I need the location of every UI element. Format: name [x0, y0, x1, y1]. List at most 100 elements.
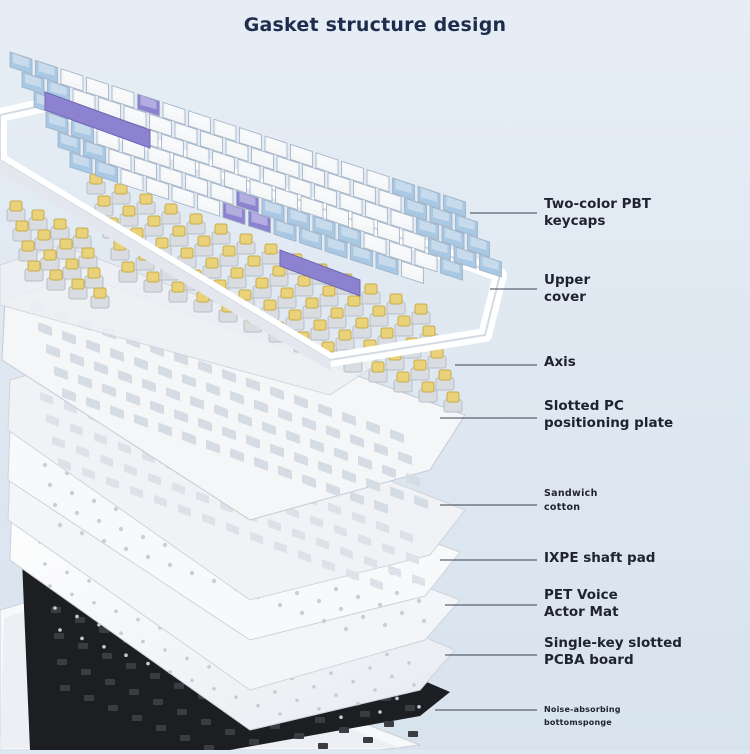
ixpe-dot	[91, 498, 97, 504]
ixpe-dot	[333, 586, 339, 592]
keycap	[339, 192, 363, 216]
keycap	[60, 68, 84, 92]
sponge-hole	[129, 689, 139, 695]
ixpe-dot	[416, 598, 422, 604]
keycap	[414, 249, 438, 273]
keycap-highlight	[331, 174, 347, 188]
plate-cutout	[86, 396, 100, 411]
plate-cutout	[318, 460, 332, 475]
cotton-cutout	[220, 500, 233, 513]
keycap	[389, 240, 412, 264]
switch-stem	[372, 305, 386, 317]
switch-stem	[53, 218, 67, 230]
cotton-cutout	[106, 476, 119, 489]
ixpe-dot	[123, 546, 129, 552]
label-sandwich: Sandwich cotton	[544, 487, 598, 515]
cotton-cutout	[274, 541, 287, 554]
keycap	[315, 152, 339, 176]
keycap-highlight	[140, 95, 157, 110]
sponge-hole	[204, 745, 214, 751]
plate-cutout	[318, 403, 332, 417]
sponge-hole	[384, 721, 394, 727]
switch-stem	[413, 359, 427, 371]
keycap-highlight	[392, 242, 409, 257]
plate-cutout	[206, 382, 220, 396]
pcba-dot	[58, 628, 62, 632]
keycap-highlight	[241, 160, 257, 175]
switch-stem	[65, 258, 79, 270]
keycap-highlight	[319, 154, 335, 168]
keycap-highlight	[277, 220, 293, 235]
switch-stem	[380, 327, 394, 339]
keycap	[261, 198, 285, 222]
keycap	[174, 121, 198, 146]
pcba-dot	[185, 656, 189, 661]
plate-cutout	[326, 425, 340, 439]
cotton-cutout	[76, 445, 89, 458]
cotton-cutout	[40, 392, 53, 405]
keycap	[236, 190, 259, 214]
keycap	[21, 71, 45, 95]
cotton-cutout	[406, 552, 419, 565]
pcba-dot	[70, 592, 74, 597]
label-sandwich-line1: Sandwich	[544, 488, 598, 499]
plate-cutout	[142, 378, 156, 393]
keycap	[212, 150, 235, 174]
label-ixpe-line1: IXPE shaft pad	[544, 550, 656, 566]
pcba-dot	[65, 570, 69, 575]
pcba-dot	[295, 698, 299, 703]
pcba-dot	[190, 678, 194, 683]
keycap	[120, 168, 144, 192]
pcba-dot	[114, 609, 118, 613]
cotton-cutout	[178, 504, 191, 517]
switch-stem	[313, 319, 327, 331]
sponge-hole	[102, 653, 112, 659]
plate-cutout	[326, 482, 340, 497]
switch-stem	[43, 249, 57, 261]
switch-stem	[122, 205, 136, 217]
pcba-dot	[395, 696, 399, 701]
keycap	[185, 173, 208, 197]
cotton-cutout	[58, 458, 71, 471]
cotton-cutout	[316, 537, 329, 550]
keycap	[86, 76, 109, 100]
keycap	[299, 227, 322, 251]
keycap	[264, 135, 288, 159]
switch-stem	[338, 329, 352, 341]
keycap-highlight	[355, 214, 371, 228]
keycap-highlight	[367, 234, 383, 248]
pcba-dot	[92, 601, 96, 605]
plate-cutout	[294, 394, 308, 409]
ixpe-dot	[211, 578, 217, 584]
keycap-highlight	[266, 169, 283, 183]
plate-cutout	[182, 373, 196, 388]
switch-stem	[247, 255, 261, 267]
sponge-hole	[108, 705, 118, 711]
plate-cutout	[270, 386, 284, 400]
keycap-highlight	[164, 135, 181, 150]
pcba-dot	[273, 690, 277, 694]
keycap-highlight	[74, 121, 91, 136]
pcba-dot	[119, 631, 123, 635]
cotton-cutout	[94, 432, 107, 445]
keycap-highlight	[215, 152, 232, 166]
label-sandwich-line2: cotton	[544, 502, 581, 513]
switch-stem	[15, 220, 29, 232]
keycap-highlight	[407, 199, 424, 214]
keycap	[416, 217, 439, 241]
keycap	[149, 113, 172, 137]
keycap	[443, 194, 466, 218]
label-upper-cover: Upper cover	[544, 272, 590, 306]
cotton-cutout	[400, 530, 413, 543]
pcba-dot	[412, 683, 416, 687]
keycap	[441, 225, 465, 250]
plate-cutout	[174, 409, 188, 423]
keycap-highlight	[368, 202, 385, 217]
keycap	[455, 214, 478, 238]
sponge-hole	[75, 617, 85, 623]
keycap-highlight	[239, 192, 256, 206]
plate-cutout	[238, 413, 252, 427]
keycap-highlight	[137, 158, 154, 173]
plate-cutout	[38, 322, 52, 336]
